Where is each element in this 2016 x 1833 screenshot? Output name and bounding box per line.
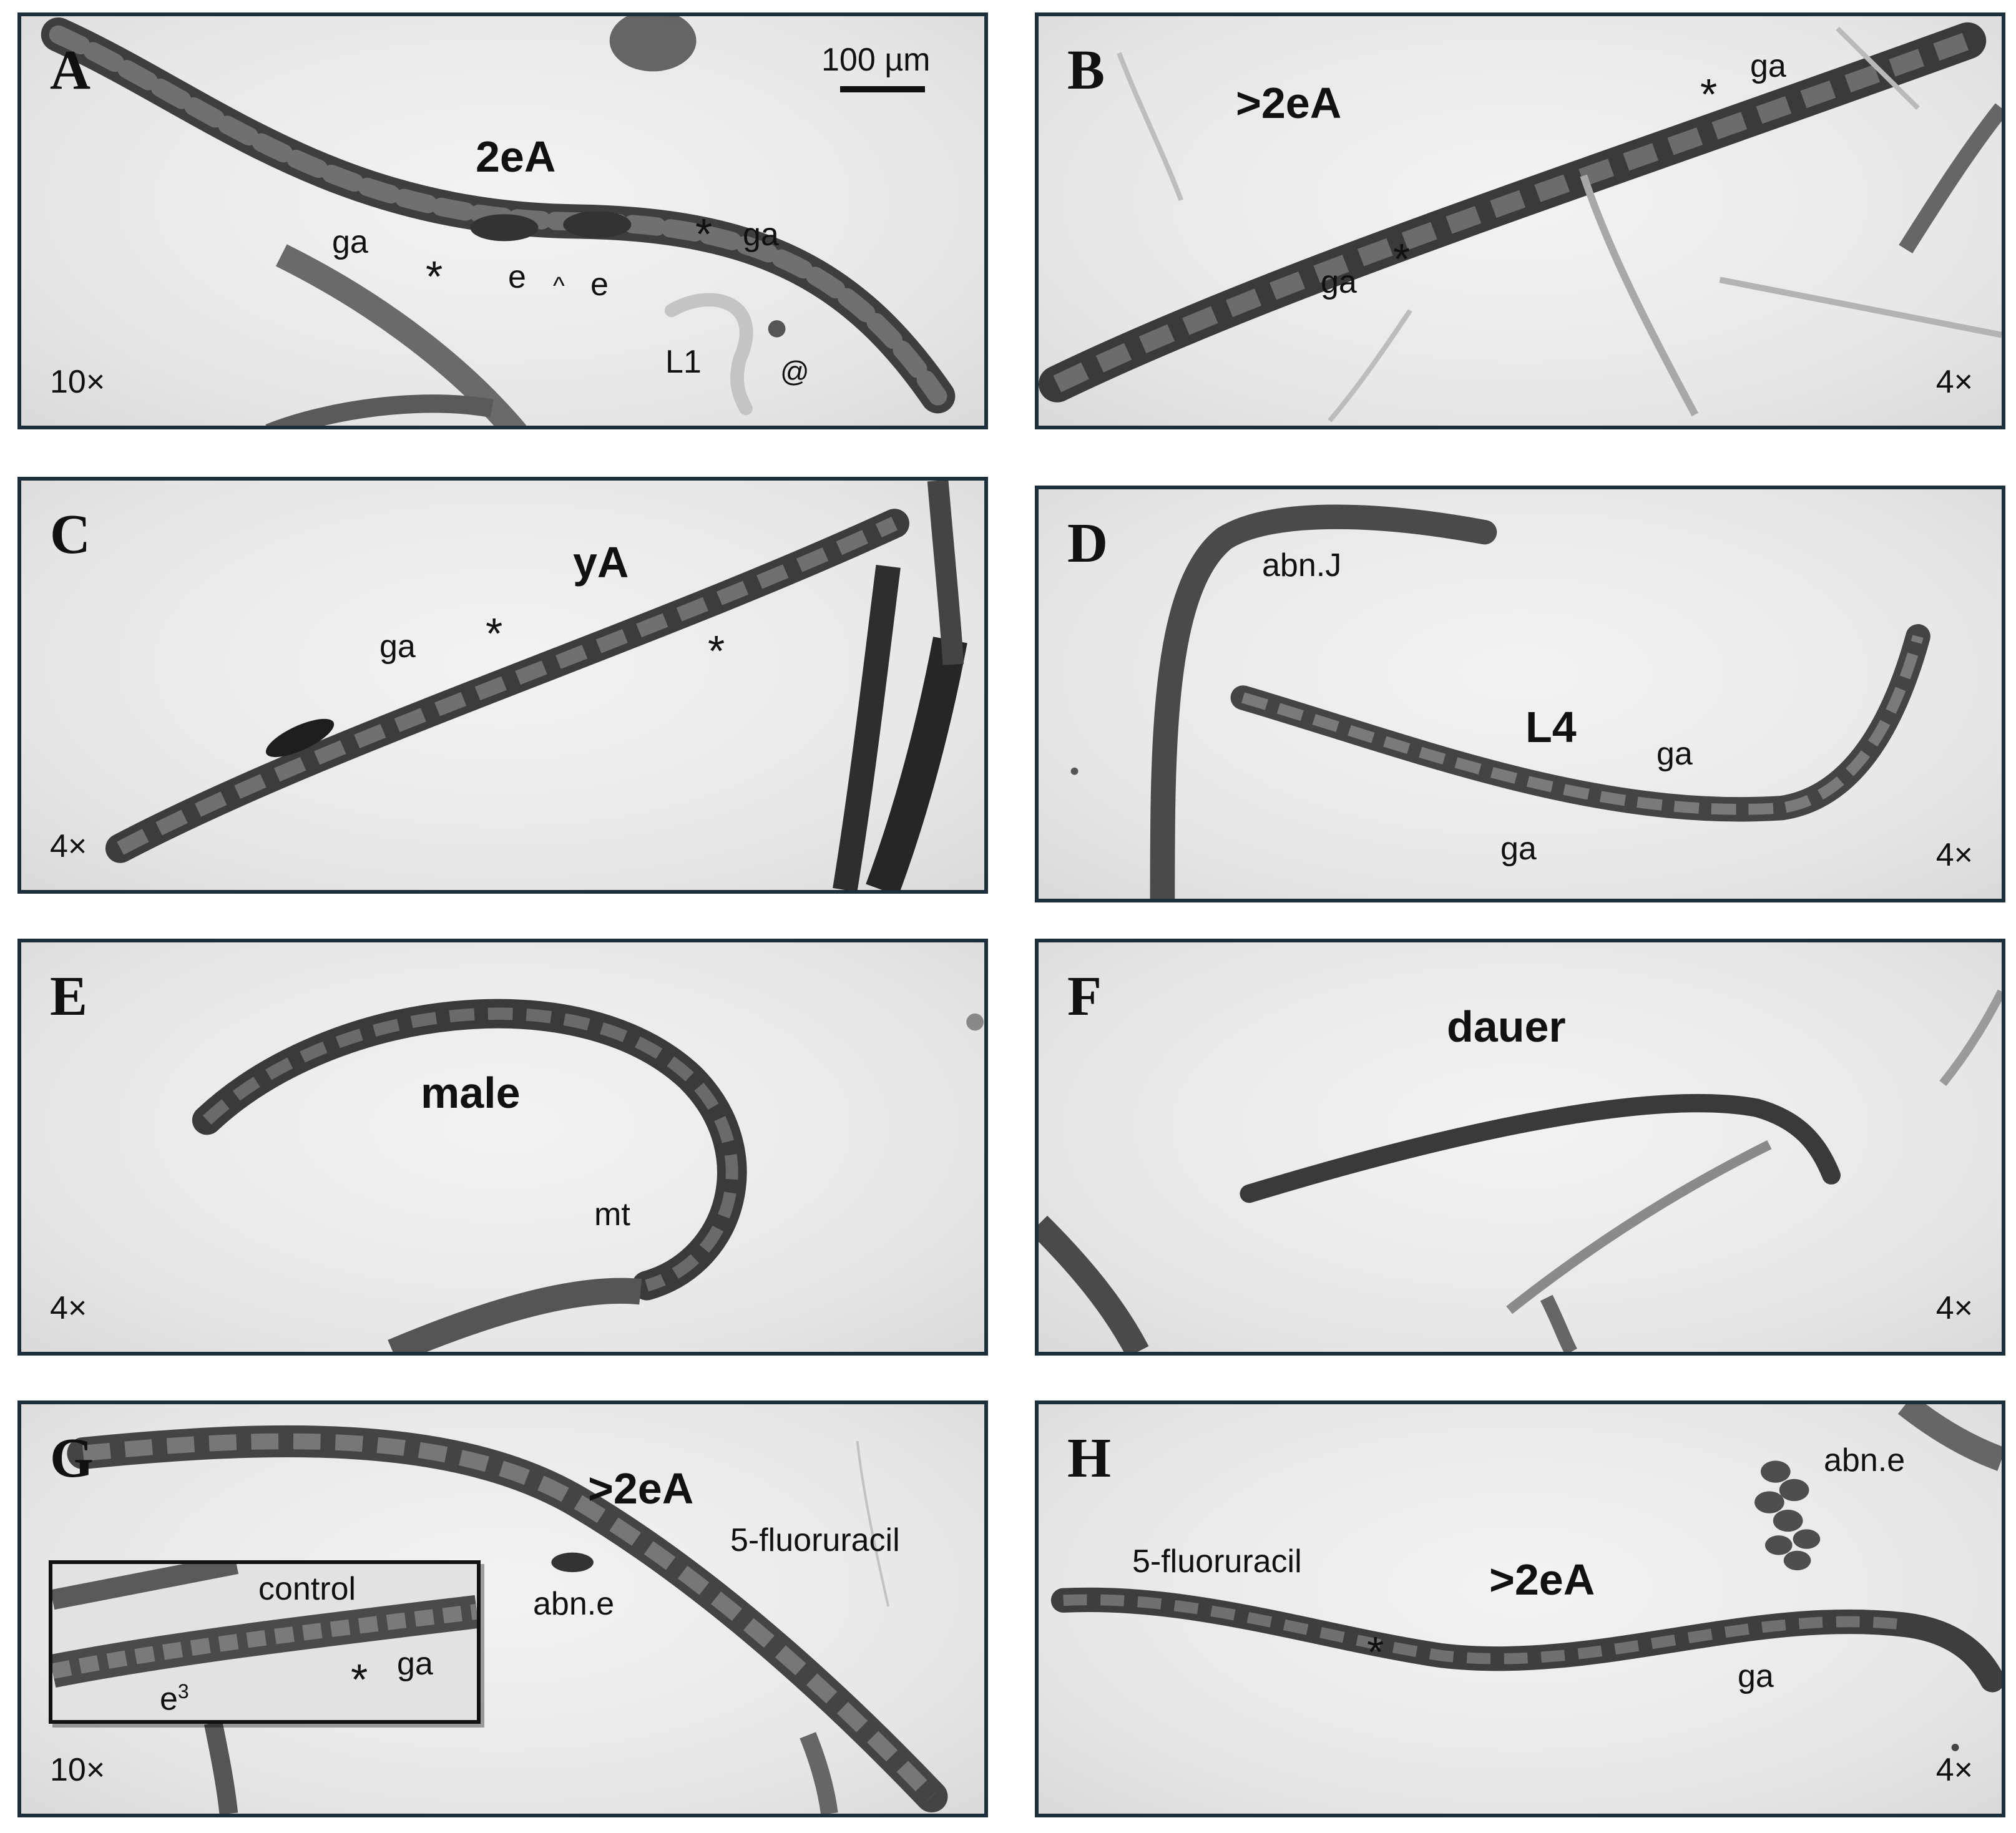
panel-e: E male mt 4×: [17, 939, 988, 1356]
panel-h-ga: ga: [1738, 1658, 1774, 1694]
panel-g-inset-label: control: [258, 1571, 356, 1607]
panel-b-magnification: 4×: [1935, 364, 1973, 400]
panel-h-treatment: 5-fluoruracil: [1132, 1543, 1302, 1580]
panel-a-star-left: *: [426, 252, 443, 301]
panel-a: A 2eA 100 µm ga * e ^ e * ga L1 @ 10×: [17, 12, 988, 429]
panel-g-abne: abn.e: [533, 1586, 615, 1622]
panel-h-stage-label: >2eA: [1489, 1555, 1595, 1604]
panel-c: C yA ga * * 4×: [17, 477, 988, 894]
panel-b-ga-top: ga: [1750, 48, 1786, 84]
panel-h-micrograph: [1050, 1404, 2002, 1751]
panel-g-inset-e-sup: 3: [177, 1680, 189, 1703]
panel-d-ga-bottom: ga: [1500, 831, 1537, 867]
panel-g-stage-label: >2eA: [588, 1464, 694, 1513]
panel-a-caret: ^: [553, 272, 565, 300]
panel-g-inset-ga: ga: [397, 1646, 433, 1682]
panel-h-magnification: 4×: [1935, 1752, 1973, 1788]
panel-b-letter: B: [1067, 39, 1105, 101]
panel-f-stage-label: dauer: [1447, 1002, 1566, 1051]
panel-b-star-bottom: *: [1393, 235, 1411, 283]
panel-d: D abn.J L4 ga ga 4×: [1035, 486, 2005, 902]
panel-b-ga-bottom: ga: [1321, 264, 1357, 300]
panel-c-star-right: *: [708, 627, 725, 675]
panel-c-micrograph: [105, 481, 967, 890]
panel-b-star-top: *: [1700, 70, 1718, 119]
panel-e-mt: mt: [594, 1196, 630, 1233]
panel-e-letter: E: [50, 965, 88, 1027]
panel-a-at-label: @: [780, 355, 810, 388]
panel-f-letter: F: [1067, 965, 1102, 1027]
panel-b: B >2eA * ga ga * 4×: [1035, 12, 2005, 429]
panel-a-scale-bar: [840, 86, 925, 92]
panel-d-abnj: abn.J: [1262, 547, 1342, 584]
panel-c-magnification: 4×: [50, 828, 87, 864]
panel-g-inset: control e3 * ga: [49, 1560, 481, 1724]
panel-a-scale-label: 100 µm: [821, 42, 931, 78]
panel-a-magnification: 10×: [50, 364, 105, 400]
panel-a-e-left: e: [508, 259, 526, 295]
panel-g-letter: G: [50, 1427, 94, 1489]
panel-g-inset-e3: e3: [160, 1681, 189, 1715]
panel-g-inset-star: *: [351, 1655, 368, 1704]
panel-c-star-left: *: [486, 609, 503, 658]
panel-f: F dauer 4×: [1035, 939, 2005, 1356]
panel-h-star: *: [1367, 1628, 1384, 1676]
panel-a-micrograph: [41, 16, 956, 426]
panel-d-ga-right: ga: [1656, 736, 1693, 772]
panel-d-magnification: 4×: [1935, 837, 1973, 873]
panel-f-magnification: 4×: [1935, 1290, 1973, 1326]
panel-b-micrograph: [1039, 22, 2002, 423]
panel-e-micrograph: [192, 999, 984, 1352]
panel-h-abne: abn.e: [1824, 1442, 1906, 1479]
panel-c-stage-label: yA: [573, 538, 629, 587]
panel-g: G >2eA 5-fluoruracil abn.e control e3 * …: [17, 1400, 988, 1817]
panel-b-stage-label: >2eA: [1236, 79, 1342, 127]
panel-g-inset-micrograph: [52, 1564, 477, 1688]
panel-d-letter: D: [1067, 512, 1108, 574]
panel-h: H abn.e 5-fluoruracil >2eA * ga 4×: [1035, 1400, 2005, 1817]
panel-g-magnification: 10×: [50, 1752, 105, 1788]
panel-a-l1-label: L1: [665, 344, 702, 380]
panel-g-treatment: 5-fluoruracil: [730, 1522, 900, 1558]
panel-f-micrograph: [1039, 989, 2002, 1352]
panel-d-micrograph: [1070, 504, 1930, 899]
panel-d-stage-label: L4: [1525, 703, 1577, 751]
panel-h-letter: H: [1067, 1427, 1112, 1489]
panel-e-stage-label: male: [421, 1068, 521, 1117]
panel-a-letter: A: [50, 39, 91, 101]
panel-a-stage-label: 2eA: [476, 132, 556, 181]
panel-c-ga: ga: [379, 628, 416, 665]
panel-g-inset-e-base: e: [160, 1681, 178, 1718]
panel-e-magnification: 4×: [50, 1290, 87, 1326]
panel-g-micrograph: [67, 1425, 948, 1814]
panel-c-letter: C: [50, 504, 91, 565]
panel-a-ga-left: ga: [332, 224, 368, 260]
panel-a-ga-right: ga: [743, 217, 779, 253]
panel-a-star-right: *: [695, 210, 713, 258]
panel-a-e-right: e: [590, 266, 609, 303]
